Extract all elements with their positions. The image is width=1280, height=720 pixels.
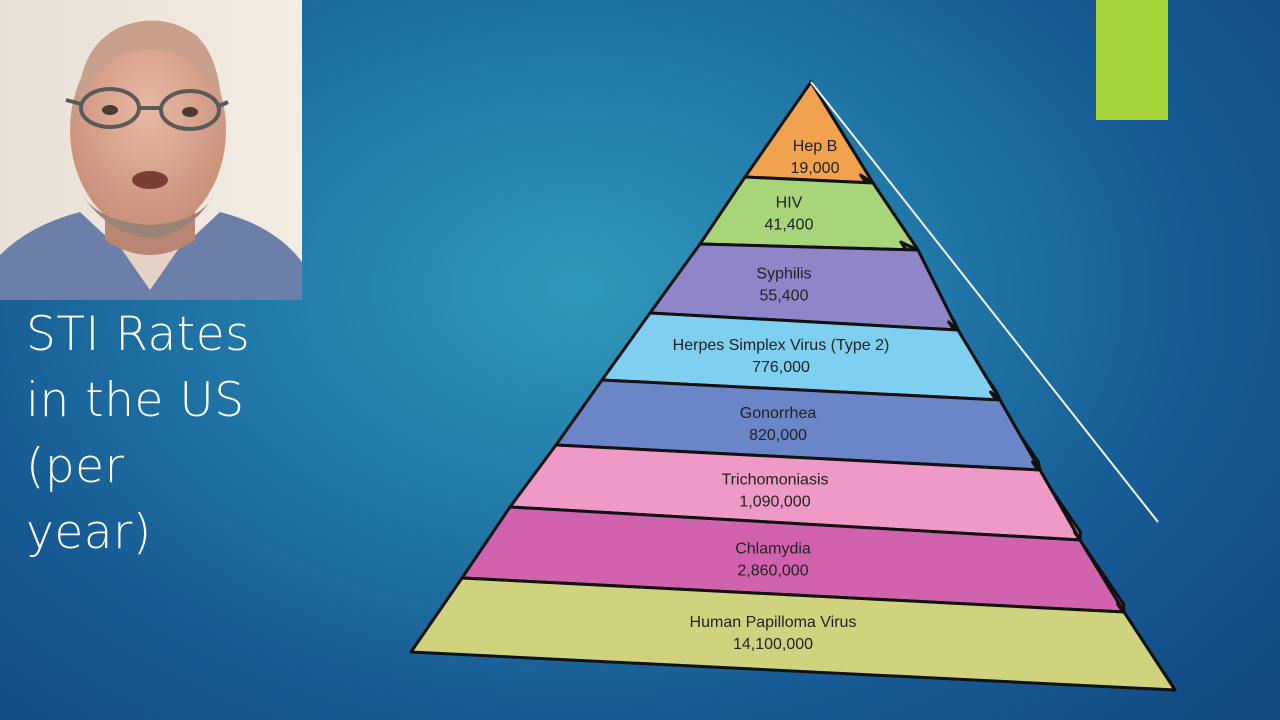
presenter-image [0, 0, 302, 300]
tier-value-label: 41,400 [765, 217, 814, 234]
accent-bar [1096, 0, 1168, 120]
title-line: STI Rates [26, 307, 251, 362]
tier-name-label: Chlamydia [735, 540, 811, 557]
tier-value-label: 19,000 [791, 160, 840, 177]
tier-value-label: 1,090,000 [739, 494, 810, 511]
tier-name-label: Trichomoniasis [722, 472, 829, 489]
tier-front-face [698, 175, 920, 252]
tier-name-label: Human Papilloma Virus [690, 614, 857, 631]
tier-name-label: Syphilis [756, 265, 811, 282]
tier-value-label: 14,100,000 [733, 636, 813, 653]
tier-value-label: 776,000 [752, 359, 810, 376]
presenter-video-thumbnail [0, 0, 302, 300]
pyramid-edge-highlight [810, 81, 1159, 523]
slide-title: STI Rates in the US (per year) [26, 302, 306, 566]
tier-name-label: Gonorrhea [740, 405, 817, 422]
title-line: year) [26, 505, 152, 560]
title-line: in the US [26, 373, 245, 428]
tier-value-label: 55,400 [760, 287, 809, 304]
tier-front-face [409, 576, 1177, 692]
tier-value-label: 2,860,000 [737, 562, 808, 579]
tier-name-label: Hep B [793, 138, 837, 155]
title-line: (per [26, 439, 125, 494]
tier-value-label: 820,000 [749, 427, 807, 444]
tier-name-label: HIV [776, 195, 803, 212]
tier-name-label: Herpes Simplex Virus (Type 2) [673, 337, 890, 354]
